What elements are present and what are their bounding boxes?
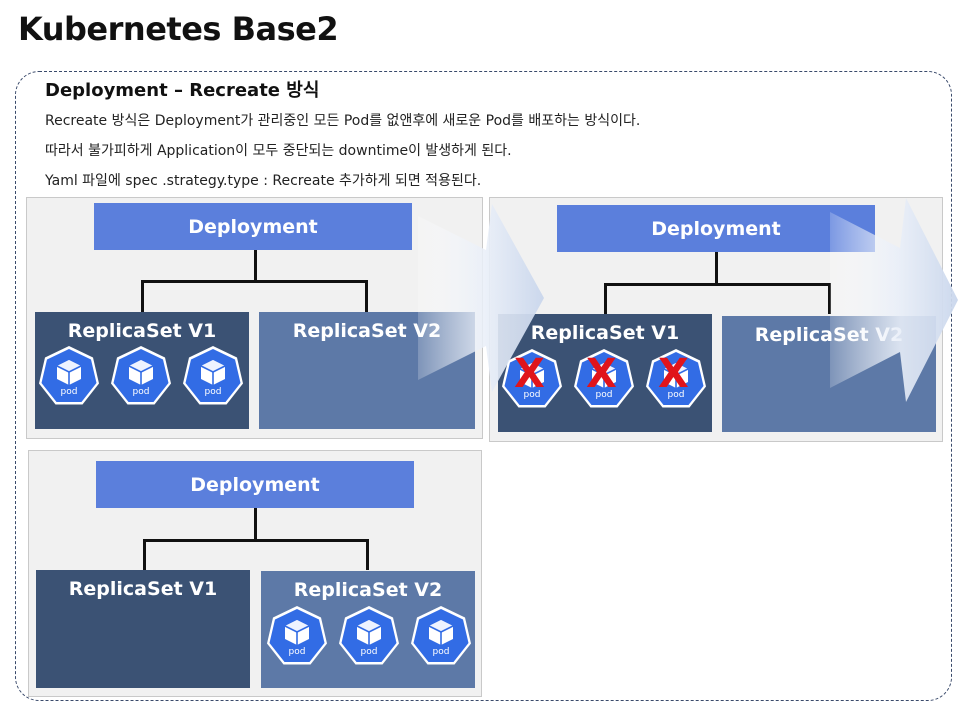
replicaset-v1: ReplicaSet V1 pod pod pod (35, 312, 249, 429)
replicaset-v1-label: ReplicaSet V1 (67, 320, 217, 342)
kubernetes-pod-cube-icon (411, 606, 471, 665)
pod-label: pod (595, 390, 613, 400)
section-heading: Deployment – Recreate 방식 (45, 80, 320, 101)
kubernetes-pod-cube-icon (39, 346, 99, 405)
replicaset-v2-label: ReplicaSet V2 (292, 320, 442, 342)
delete-mark: X (586, 351, 617, 397)
description-line-3: Yaml 파일에 spec .strategy.type : Recreate … (45, 173, 482, 189)
kubernetes-pod-cube-icon (111, 346, 171, 405)
pod-label: pod (60, 387, 78, 397)
pod: pod (409, 605, 473, 669)
connector-line (254, 508, 257, 541)
pod: pod X (500, 348, 564, 412)
pod-label: pod (288, 647, 306, 657)
kubernetes-pod-cube-icon (502, 349, 562, 408)
connector-line (365, 280, 368, 313)
kubernetes-pod-cube-icon (646, 349, 706, 408)
stage-1-panel: Deployment ReplicaSet V1 pod pod pod Rep… (26, 197, 483, 439)
pod: pod X (572, 348, 636, 412)
deployment-box: Deployment (94, 203, 412, 250)
delete-mark: X (658, 351, 689, 397)
pod-label: pod (360, 647, 378, 657)
connector-line (254, 250, 257, 282)
kubernetes-pod-cube-icon (574, 349, 634, 408)
pod-label: pod (204, 387, 222, 397)
pod: pod (181, 345, 245, 409)
content-frame (15, 71, 952, 701)
pod: pod X (644, 348, 708, 412)
pod-label: pod (132, 387, 150, 397)
pod-label: pod (432, 647, 450, 657)
page-title: Kubernetes Base2 (18, 10, 339, 48)
connector-line (604, 283, 831, 286)
stage-3-panel: Deployment ReplicaSet V1 ReplicaSet V2 p… (28, 450, 482, 697)
replicaset-v1-label: ReplicaSet V1 (530, 322, 680, 344)
deployment-box: Deployment (557, 205, 875, 252)
connector-line (141, 280, 368, 283)
right-arrow-icon (830, 198, 958, 402)
replicaset-v1: ReplicaSet V1 pod X pod X pod X (498, 314, 712, 432)
pod: pod (37, 345, 101, 409)
connector-line (715, 252, 718, 284)
deployment-box: Deployment (96, 461, 414, 508)
connector-line (604, 283, 607, 314)
replicaset-v2: ReplicaSet V2 pod pod pod (261, 571, 475, 688)
pod-label: pod (523, 390, 541, 400)
connector-line (143, 539, 146, 570)
delete-mark: X (514, 351, 545, 397)
pod: pod (265, 605, 329, 669)
kubernetes-pod-cube-icon (339, 606, 399, 665)
replicaset-v2-label: ReplicaSet V2 (293, 579, 443, 601)
replicaset-v1: ReplicaSet V1 (36, 570, 250, 688)
connector-line (366, 539, 369, 570)
description-line-1: Recreate 방식은 Deployment가 관리중인 모든 Pod를 없앤… (45, 113, 641, 129)
pod: pod (109, 345, 173, 409)
connector-line (828, 283, 831, 314)
pod-label: pod (667, 390, 685, 400)
kubernetes-pod-cube-icon (267, 606, 327, 665)
connector-line (141, 280, 144, 313)
pod: pod (337, 605, 401, 669)
replicaset-v1-label: ReplicaSet V1 (68, 578, 218, 600)
right-arrow-icon (418, 204, 544, 392)
kubernetes-pod-cube-icon (183, 346, 243, 405)
connector-line (143, 539, 369, 542)
description-line-2: 따라서 불가피하게 Application이 모두 중단되는 downtime이… (45, 143, 512, 159)
